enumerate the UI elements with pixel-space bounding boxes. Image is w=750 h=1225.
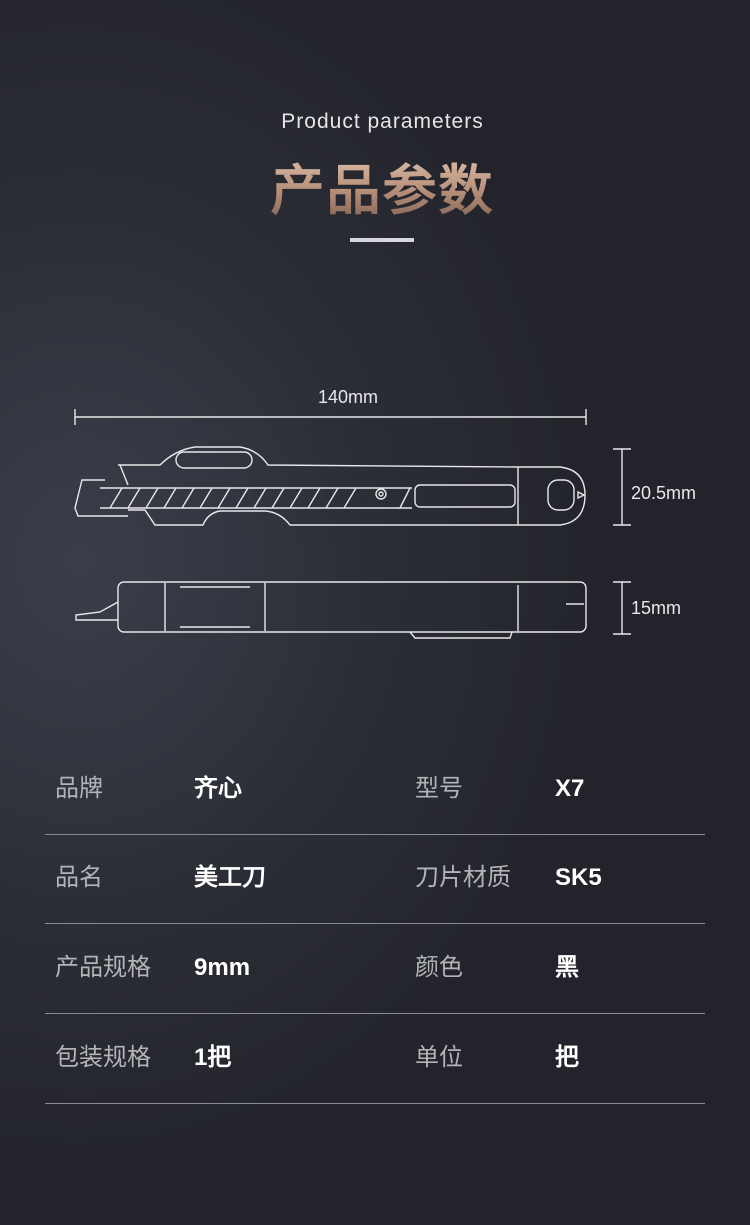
- page-title: 产品参数: [0, 146, 750, 225]
- param-label: 包装规格: [55, 1044, 151, 1071]
- param-value: 9mm: [194, 954, 251, 981]
- param-value: SK5: [555, 864, 602, 891]
- dimension-lines: [74, 409, 631, 635]
- param-value: 1把: [194, 1044, 232, 1071]
- param-value: 齐心: [194, 775, 242, 802]
- param-label: 品牌: [55, 775, 103, 802]
- param-row: 品牌 齐心 型号 X7: [45, 745, 705, 835]
- param-label: 品名: [55, 864, 103, 891]
- param-value: X7: [555, 775, 585, 802]
- param-label: 颜色: [415, 954, 463, 981]
- knife-top-view: [75, 581, 587, 639]
- thickness-label: 15mm: [631, 598, 682, 618]
- param-row: 产品规格 9mm 颜色 黑: [45, 924, 705, 1014]
- length-label: 140mm: [318, 387, 379, 407]
- param-value: 美工刀: [194, 864, 266, 891]
- title-divider: [350, 238, 414, 242]
- param-label: 单位: [415, 1044, 463, 1071]
- param-label: 刀片材质: [415, 864, 511, 891]
- knife-drawing: [74, 409, 631, 639]
- subtitle: Product parameters: [281, 110, 484, 133]
- param-row: 品名 美工刀 刀片材质 SK5: [45, 834, 705, 924]
- param-label: 型号: [415, 775, 463, 802]
- param-value: 把: [555, 1044, 579, 1071]
- height-label: 20.5mm: [631, 483, 697, 503]
- knife-side-view: [74, 446, 586, 526]
- param-value: 黑: [555, 954, 579, 981]
- param-row: 包装规格 1把 单位 把: [45, 1014, 705, 1104]
- param-label: 产品规格: [55, 954, 151, 981]
